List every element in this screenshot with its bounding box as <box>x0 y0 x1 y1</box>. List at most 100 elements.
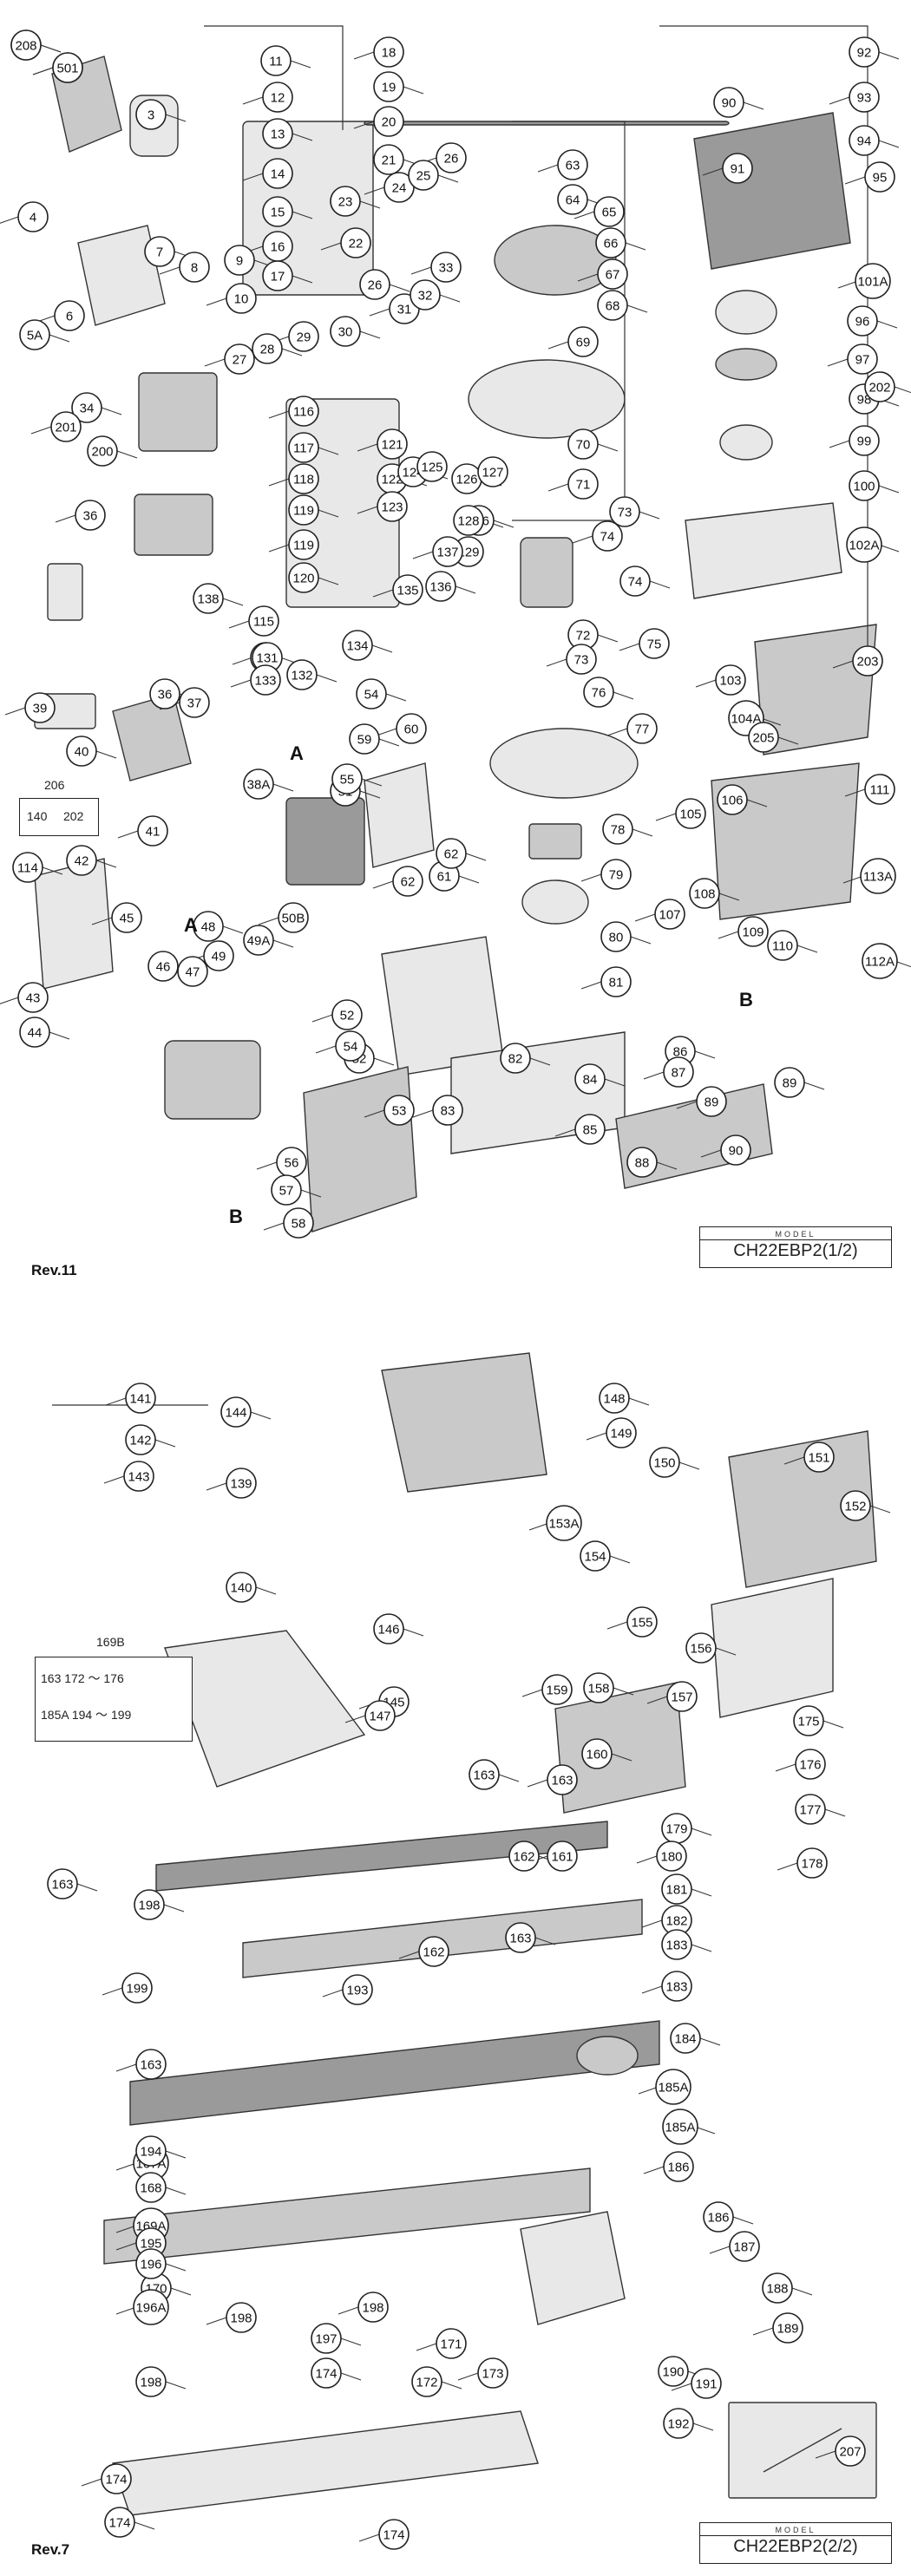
part-number-callout: 84 <box>574 1063 606 1095</box>
leader <box>694 2126 716 2135</box>
leader <box>103 1475 125 1484</box>
carburetor-lower <box>134 494 213 556</box>
leader <box>292 133 313 141</box>
leader <box>869 1505 891 1514</box>
connection-marker-b: B <box>739 989 753 1010</box>
callout-number: 97 <box>855 353 870 368</box>
part-number-callout: 81 <box>600 966 632 997</box>
callout-circle <box>288 432 319 463</box>
callout-circle <box>179 252 210 283</box>
part-number-callout: 192 <box>663 2408 694 2439</box>
leader <box>646 1696 668 1704</box>
kit-member: 140 <box>27 809 48 823</box>
part-number-callout: 60 <box>396 713 427 744</box>
leader <box>263 1222 285 1231</box>
callout-circle <box>17 201 49 232</box>
part-number-callout: 107 <box>654 899 685 930</box>
leader <box>824 1808 846 1817</box>
part-number-callout: 115 <box>248 605 279 637</box>
leader <box>372 880 394 889</box>
callout-circle <box>658 2356 689 2387</box>
leader <box>577 273 599 282</box>
callout-number: 59 <box>357 733 372 748</box>
callout-number: 198 <box>230 2311 252 2326</box>
callout-number: 111 <box>870 783 890 798</box>
leader <box>403 1628 424 1637</box>
callout-circle <box>144 236 175 267</box>
callout-number: 163 <box>473 1769 495 1783</box>
callout-number: 142 <box>129 1434 151 1448</box>
gear-cover <box>520 2211 626 2325</box>
leader <box>796 945 818 953</box>
part-number-callout: 161 <box>547 1840 578 1872</box>
part-number-callout: 27 <box>224 343 255 375</box>
part-number-callout: 138 <box>193 583 224 614</box>
callout-circle <box>580 1540 611 1572</box>
callout-circle <box>793 1705 824 1736</box>
callout-number: 163 <box>51 1878 73 1893</box>
leader <box>81 2478 102 2487</box>
model-box-top: MODEL CH22EBP2(1/2) <box>699 1226 892 1268</box>
leader <box>222 925 244 934</box>
part-number-callout: 202 <box>864 371 895 402</box>
cylinder <box>285 797 365 886</box>
part-number-callout: 114 <box>12 852 43 883</box>
callout-circle <box>849 125 880 156</box>
callout-number: 174 <box>108 2516 130 2531</box>
callout-circle <box>567 428 599 460</box>
callout-number: 45 <box>120 912 134 926</box>
part-number-callout: 143 <box>123 1461 154 1492</box>
leader <box>4 707 26 716</box>
part-number-callout: 175 <box>793 1705 824 1736</box>
callout-circle <box>357 2292 389 2323</box>
callout-circle <box>356 678 387 709</box>
callout-number: 12 <box>271 91 285 106</box>
callout-number: 31 <box>397 303 412 317</box>
callout-number: 49 <box>212 950 226 964</box>
callout-circle <box>377 428 408 460</box>
leader <box>361 778 383 787</box>
callout-number: 131 <box>256 651 278 666</box>
leader <box>528 1522 550 1531</box>
leader <box>272 939 294 948</box>
callout-circle <box>416 451 448 482</box>
callout-circle <box>720 1134 751 1166</box>
part-number-callout: 8 <box>179 252 210 283</box>
callout-circle <box>262 196 293 227</box>
part-number-callout: 92 <box>849 36 880 68</box>
part-number-callout: 28 <box>252 333 283 364</box>
callout-number: 134 <box>346 639 368 654</box>
part-number-callout: 501 <box>52 52 83 83</box>
callout-circle <box>567 468 599 500</box>
callout-circle <box>111 902 142 933</box>
leader <box>671 2383 692 2391</box>
callout-number: 174 <box>105 2473 127 2488</box>
callout-number: 66 <box>604 237 619 252</box>
part-number-callout: 134 <box>342 630 373 661</box>
part-number-callout: 146 <box>373 1613 404 1644</box>
callout-circle <box>593 196 625 227</box>
part-number-callout: 103 <box>715 664 746 696</box>
callout-circle <box>286 659 318 690</box>
leader <box>777 1862 798 1871</box>
part-number-callout: 23 <box>330 186 361 217</box>
callout-number: 199 <box>126 1982 147 1997</box>
callout-number: 146 <box>377 1623 399 1638</box>
callout-circle <box>803 1442 835 1473</box>
callout-circle <box>508 1840 540 1872</box>
group-line <box>512 121 626 521</box>
leader <box>165 2263 187 2272</box>
callout-number: 144 <box>225 1406 246 1421</box>
leader <box>115 2063 137 2072</box>
callout-circle <box>19 319 50 350</box>
callout-circle <box>392 574 423 605</box>
part-number-callout: 50B <box>278 902 309 933</box>
callout-circle <box>639 628 670 659</box>
part-number-callout: 142 <box>125 1424 156 1455</box>
callout-circle <box>767 930 798 961</box>
leader <box>322 1989 344 1997</box>
callout-number: 80 <box>609 931 624 945</box>
callout-number: 90 <box>722 96 737 111</box>
callout-number: 102A <box>849 539 879 553</box>
callout-number: 14 <box>271 167 285 182</box>
